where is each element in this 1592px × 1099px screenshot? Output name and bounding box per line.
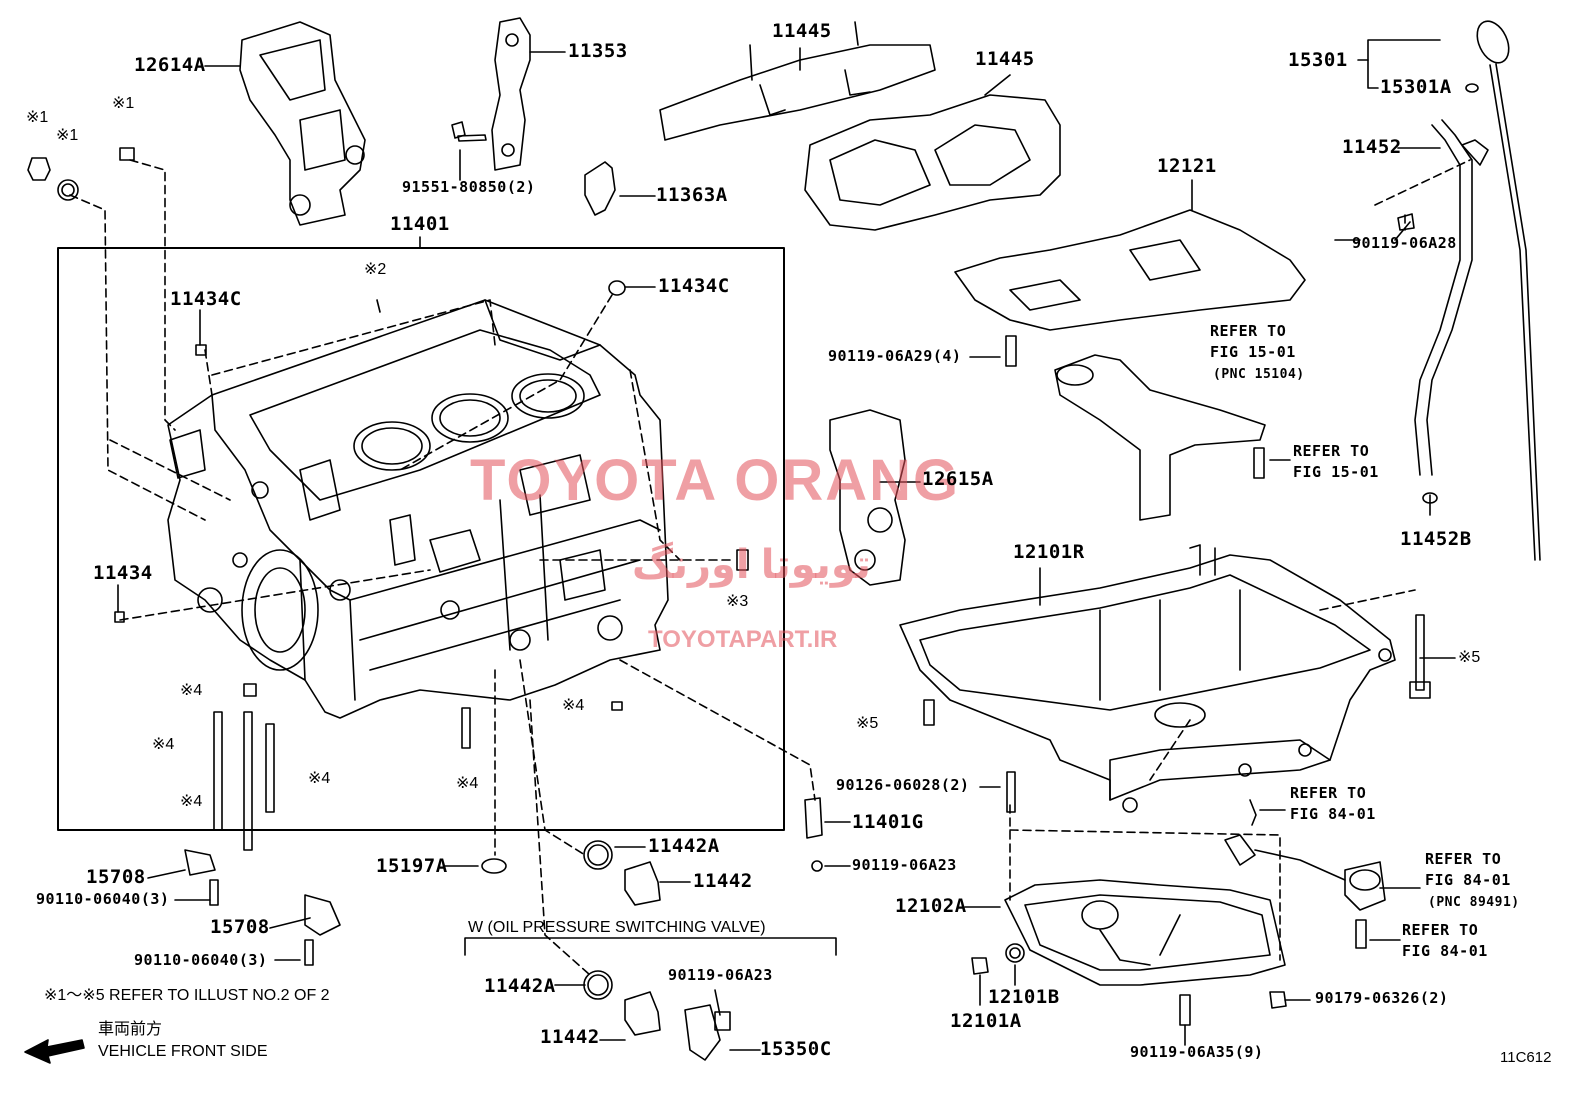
dipstick-drawing: [1476, 20, 1541, 561]
part-label: 11445: [772, 20, 832, 42]
part-label: 11452: [1342, 136, 1402, 158]
ref-mark: ※5: [1458, 649, 1481, 666]
ref-mark: ※5: [856, 715, 879, 732]
part-label: 90119-06A23: [668, 966, 773, 984]
dipstick-guide-drawing: [1414, 119, 1489, 476]
part-label: 12615A: [922, 468, 994, 490]
bolt-91551-drawing: [451, 121, 487, 142]
oil-filter-bracket-drawing: [239, 21, 366, 226]
part-label: 15197A: [376, 855, 448, 877]
front-arrow-icon: [24, 1039, 85, 1064]
refer-note: FIG 84-01: [1425, 871, 1511, 889]
part-label: 91551-80850(2): [402, 178, 536, 196]
refer-note: (PNC 15104): [1213, 367, 1305, 382]
refer-illust-note: ※1～※5 REFER TO ILLUST NO.2 OF 2: [44, 987, 330, 1004]
refer-note: REFER TO: [1293, 442, 1370, 460]
oil-pan-baffle-drawing: [954, 209, 1306, 331]
small-parts-drawing: [27, 83, 1479, 1061]
baffle-plate-lower-drawing: [804, 94, 1061, 231]
part-label: 90110-06040(3): [134, 951, 268, 969]
part-label: 11434C: [658, 275, 730, 297]
part-label: 15350C: [760, 1038, 832, 1060]
part-label: 11452B: [1400, 528, 1472, 550]
valve-group-title: W (OIL PRESSURE SWITCHING VALVE): [468, 919, 766, 936]
bracket-12615A-drawing: [829, 409, 906, 586]
part-label: 12101B: [988, 986, 1060, 1008]
engine-mounting-bracket-drawing: [491, 17, 531, 171]
ref-mark: ※1: [26, 109, 49, 126]
part-label: 90179-06326(2): [1315, 989, 1449, 1007]
part-label: 15708: [86, 866, 146, 888]
ref-mark: ※4: [152, 736, 175, 753]
refer-note: FIG 84-01: [1402, 942, 1488, 960]
part-label: 15708: [210, 916, 270, 938]
valve-group-bracket: [464, 937, 837, 956]
part-label: 11401: [390, 213, 450, 235]
part-label: 90119-06A28: [1352, 234, 1457, 252]
part-label: 12101A: [950, 1010, 1022, 1032]
part-label: 90119-06A35(9): [1130, 1043, 1264, 1061]
part-label: 90119-06A23: [852, 856, 957, 874]
oil-pan-upper-drawing: [899, 544, 1396, 813]
part-label: 11442: [693, 870, 753, 892]
part-label: 90126-06028(2): [836, 776, 970, 794]
part-label: 11353: [568, 40, 628, 62]
ref-mark: ※4: [180, 682, 203, 699]
refer-note: FIG 15-01: [1293, 463, 1379, 481]
ref-mark: ※2: [364, 261, 387, 278]
part-label: 11434: [93, 562, 153, 584]
ref-mark: ※3: [726, 593, 749, 610]
part-label: 15301: [1288, 49, 1348, 71]
cylinder-block-drawing: [167, 299, 669, 719]
ref-mark: ※1: [112, 95, 135, 112]
watermark-title: TOYOTA ORANG: [470, 448, 961, 513]
part-label: 12101R: [1013, 541, 1085, 563]
front-label-en: VEHICLE FRONT SIDE: [98, 1043, 268, 1060]
refer-note: REFER TO: [1425, 850, 1502, 868]
diagram-code: 11C612: [1500, 1049, 1552, 1066]
refer-note: REFER TO: [1290, 784, 1367, 802]
front-label-jp: 車両前方: [98, 1021, 163, 1038]
part-label: 11401G: [852, 811, 924, 833]
baffle-plate-upper-drawing: [659, 21, 936, 141]
oil-pan-lower-drawing: [1004, 879, 1286, 986]
refer-note: REFER TO: [1210, 322, 1287, 340]
ref-mark: ※4: [308, 770, 331, 787]
part-label: 11442: [540, 1026, 600, 1048]
part-label: 11442A: [648, 835, 720, 857]
ref-mark: ※4: [180, 793, 203, 810]
cover-11363A-drawing: [584, 161, 616, 216]
oil-strainer-drawing: [1054, 354, 1266, 521]
part-label: 90119-06A29(4): [828, 347, 962, 365]
part-label: 12102A: [895, 895, 967, 917]
part-label: 12614A: [134, 54, 206, 76]
refer-note: FIG 84-01: [1290, 805, 1376, 823]
refer-note: REFER TO: [1402, 921, 1479, 939]
engine-block-group-frame: [57, 247, 785, 831]
part-label: 11434C: [170, 288, 242, 310]
watermark-persian: تویوتا اورنگ: [632, 543, 871, 587]
refer-note: (PNC 89491): [1428, 895, 1520, 910]
part-label: 11445: [975, 48, 1035, 70]
oil-level-sensor-drawing: [1224, 834, 1386, 911]
part-label: 11442A: [484, 975, 556, 997]
dashed-leaders: [69, 159, 1471, 976]
solid-leaders: [117, 39, 1456, 1051]
part-label: 90110-06040(3): [36, 890, 170, 908]
part-label: 12121: [1157, 155, 1217, 177]
refer-note: FIG 15-01: [1210, 343, 1296, 361]
ref-mark: ※4: [562, 697, 585, 714]
ref-mark: ※1: [56, 127, 79, 144]
ref-mark: ※4: [456, 775, 479, 792]
part-label: 11363A: [656, 184, 728, 206]
part-label: 15301A: [1380, 76, 1452, 98]
watermark-url: TOYOTAPART.IR: [648, 626, 838, 653]
